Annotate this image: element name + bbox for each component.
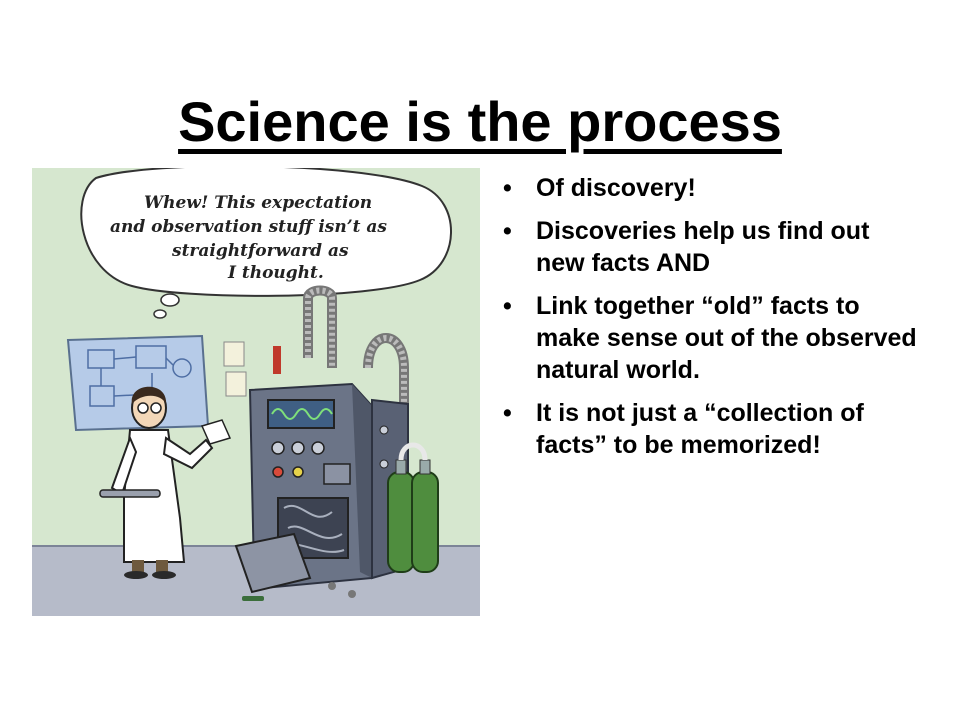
- scientist-cartoon: Whew! This expectation and observation s…: [32, 168, 480, 616]
- speech-bubble: Whew! This expectation and observation s…: [80, 168, 452, 319]
- oscilloscope-screen: [267, 399, 335, 429]
- slide-title: Science is the process: [178, 89, 782, 153]
- scientist-figure: [99, 386, 232, 579]
- speech-line: I thought.: [227, 263, 324, 283]
- gas-tanks: [387, 442, 439, 573]
- speech-line: and observation stuff isn’t as: [110, 217, 387, 237]
- bullet-item: Of discovery!: [503, 172, 923, 204]
- bullet-item: Link together “old” facts to make sense …: [503, 290, 923, 386]
- screwdriver-icon: [242, 596, 264, 601]
- bullet-item: It is not just a “collection of facts” t…: [503, 397, 923, 461]
- svg-text:Whew! This expectation a: Whew! This expectation and observation s…: [110, 193, 393, 283]
- wrench-icon: [99, 489, 161, 498]
- bullet-list: Of discovery! Discoveries help us find o…: [503, 172, 923, 472]
- lab-machine: [234, 382, 409, 594]
- sticky-note: [225, 371, 247, 397]
- sticky-note: [223, 341, 245, 367]
- speech-line: straightforward as: [171, 241, 349, 261]
- bullet-item: Discoveries help us find out new facts A…: [503, 215, 923, 279]
- speech-line: Whew! This expectation: [144, 193, 372, 213]
